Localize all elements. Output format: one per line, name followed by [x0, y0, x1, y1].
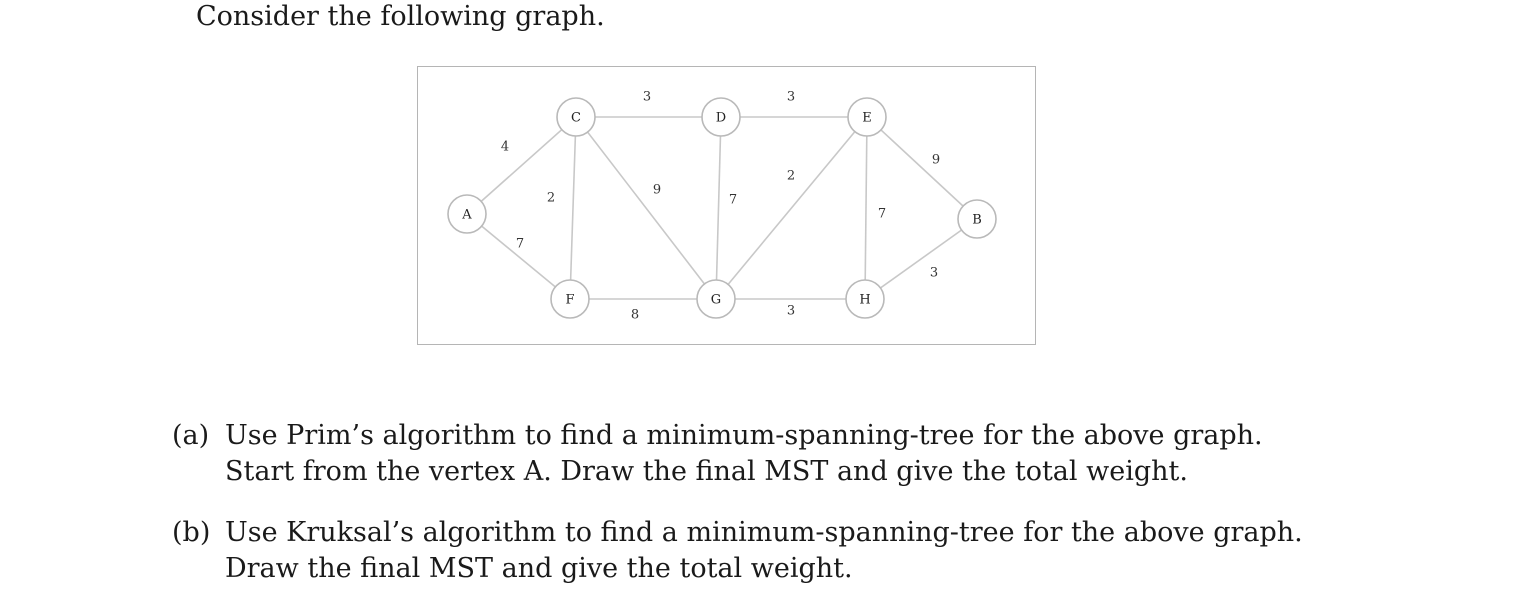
- edge-g-e: [715, 116, 868, 300]
- node-e: E: [847, 97, 887, 137]
- node-h-label: H: [859, 293, 870, 308]
- node-h: H: [845, 279, 885, 319]
- question-a: (a) Use Prim’s algorithm to find a minim…: [172, 418, 1332, 490]
- node-a: A: [447, 194, 487, 234]
- node-e-label: E: [862, 111, 872, 126]
- question-b-text: Use Kruksal’s algorithm to find a minimu…: [225, 517, 1303, 584]
- edge-weight-d-g: 7: [729, 193, 737, 208]
- edge-weight-e-b: 9: [932, 153, 940, 168]
- graph-diagram: 4 7 2 3 9 7 3 2 8 3 7 9 3 A C D E B F G H: [447, 90, 997, 323]
- node-d-label: D: [716, 111, 726, 126]
- node-e-circle: [847, 97, 887, 137]
- edge-weight-c-f: 2: [547, 191, 555, 206]
- question-a-text: Use Prim’s algorithm to find a minimum-s…: [225, 420, 1263, 487]
- edge-a-f: [466, 213, 571, 300]
- graph-figure: 4 7 2 3 9 7 3 2 8 3 7 9 3 A C D E B F G H: [417, 66, 1036, 345]
- node-f-label: F: [565, 293, 574, 308]
- edge-weight-g-e: 2: [787, 169, 795, 184]
- graph-edge-weights: 4 7 2 3 9 7 3 2 8 3 7 9 3: [501, 90, 940, 323]
- node-g-circle: [696, 279, 736, 319]
- node-c-circle: [556, 97, 596, 137]
- edge-weight-c-g: 9: [653, 183, 661, 198]
- edge-d-g: [715, 116, 722, 300]
- node-c: C: [556, 97, 596, 137]
- intro-text: Consider the following graph.: [196, 1, 605, 32]
- edge-e-b: [866, 116, 978, 220]
- node-g: G: [696, 279, 736, 319]
- graph-nodes: A C D E B F G H: [447, 97, 997, 319]
- edge-weight-h-b: 3: [930, 266, 938, 281]
- question-a-marker: (a): [172, 420, 210, 451]
- question-b-marker: (b): [172, 517, 211, 548]
- edge-weight-a-f: 7: [516, 237, 524, 252]
- node-f-circle: [550, 279, 590, 319]
- edge-weight-c-d: 3: [643, 90, 651, 105]
- question-b: (b) Use Kruksal’s algorithm to find a mi…: [172, 515, 1332, 587]
- node-a-circle: [447, 194, 487, 234]
- edge-h-b: [864, 218, 978, 300]
- edge-weight-a-c: 4: [501, 140, 509, 155]
- node-c-label: C: [571, 111, 581, 126]
- edge-c-f: [569, 116, 577, 300]
- edge-weight-f-g: 8: [631, 308, 639, 323]
- edge-weight-g-h: 3: [787, 304, 795, 319]
- node-d-circle: [701, 97, 741, 137]
- node-b-circle: [957, 199, 997, 239]
- node-b-label: B: [972, 213, 982, 228]
- node-f: F: [550, 279, 590, 319]
- edge-c-g: [575, 116, 717, 300]
- node-d: D: [701, 97, 741, 137]
- edge-weight-e-h: 7: [878, 207, 886, 222]
- edge-a-c: [466, 116, 577, 215]
- node-g-label: G: [711, 293, 721, 308]
- node-h-circle: [845, 279, 885, 319]
- node-a-label: A: [461, 208, 472, 223]
- node-b: B: [957, 199, 997, 239]
- edge-e-h: [864, 116, 868, 300]
- graph-edges: [466, 116, 978, 300]
- edge-weight-d-e: 3: [787, 90, 795, 105]
